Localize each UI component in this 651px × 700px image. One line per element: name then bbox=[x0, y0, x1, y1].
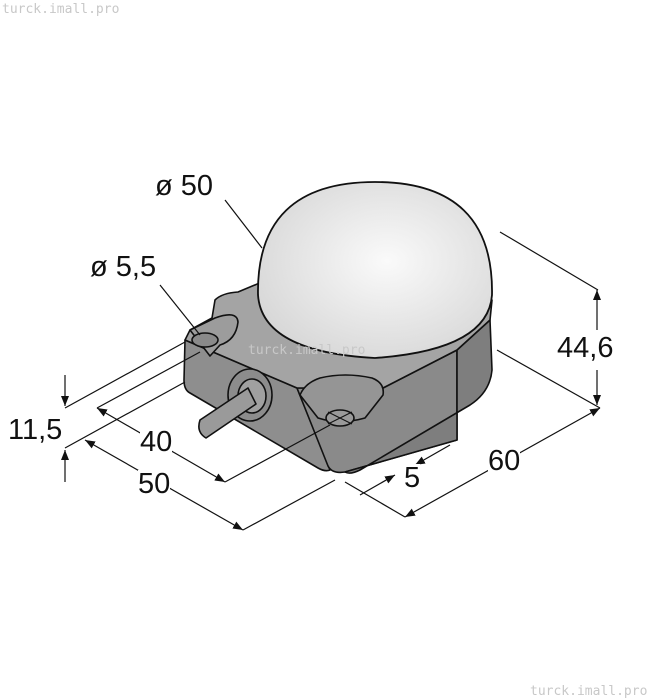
label-dome-diameter: ø 50 bbox=[155, 170, 214, 202]
label-depth: 60 bbox=[488, 445, 521, 477]
label-base-height: 11,5 bbox=[8, 414, 63, 446]
watermark-top: turck.imall.pro bbox=[2, 2, 120, 17]
label-width: 50 bbox=[138, 468, 171, 500]
dome bbox=[257, 181, 493, 359]
label-hole-spacing: 40 bbox=[140, 426, 173, 458]
label-height: 44,6 bbox=[557, 332, 614, 364]
watermark-bottom: turck.imall.pro bbox=[530, 684, 648, 699]
label-offset: 5 bbox=[404, 462, 421, 494]
mount-hole-left bbox=[191, 332, 219, 348]
watermark-center: turck.imall.pro bbox=[248, 343, 366, 358]
label-hole-diameter: ø 5,5 bbox=[90, 251, 157, 283]
